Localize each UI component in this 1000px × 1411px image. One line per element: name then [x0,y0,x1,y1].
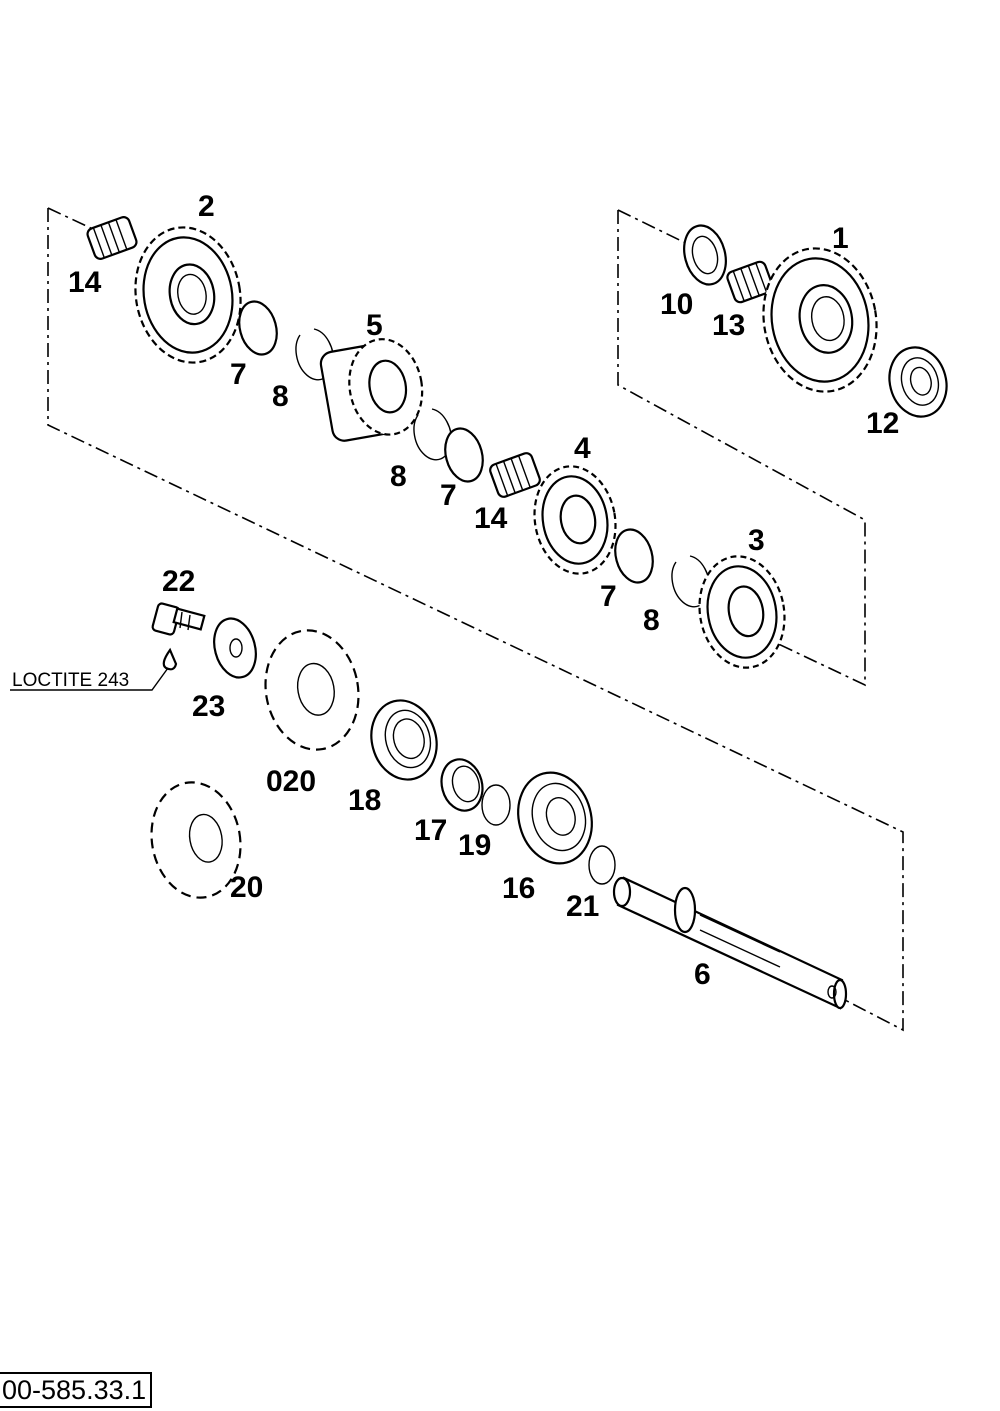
label-5: 5 [366,309,383,342]
label-18: 18 [348,784,381,817]
label-1: 1 [832,222,849,255]
label-8-b: 8 [390,460,407,493]
label-14-top: 14 [68,266,102,299]
gear-2 [134,226,242,364]
o-ring-21 [588,845,616,885]
label-7-b: 7 [440,479,457,512]
label-19: 19 [458,829,491,862]
label-17: 17 [414,814,447,847]
label-2: 2 [198,190,215,223]
ball-bearing-12 [888,346,948,418]
o-ring-19 [481,784,511,826]
gear-5 [319,338,424,442]
label-23: 23 [192,690,225,723]
label-16: 16 [502,872,535,905]
sprocket-020 [264,629,360,751]
thrust-washer-7-c [614,528,654,584]
loctite-note: LOCTITE 243 [12,670,129,691]
label-13: 13 [712,309,745,342]
gear-1 [762,247,878,393]
label-21: 21 [566,890,599,923]
needle-bearing-13 [726,260,774,304]
label-7-a: 7 [230,358,247,391]
circlip-8-b [413,408,452,461]
loctite-leader-line [10,667,169,691]
gear-3 [698,555,786,669]
bolt-22 [151,602,206,636]
label-4: 4 [574,432,591,465]
washer-23 [213,617,257,679]
label-12: 12 [866,407,899,440]
needle-bearing-14-middle [489,452,541,498]
countershaft-6 [612,876,848,1010]
thrust-washer-7-b [444,427,484,483]
document-id: 00-585.33.1 [0,1372,153,1408]
label-020: 020 [266,765,316,798]
thrust-washer-7-a [238,300,278,356]
ball-bearing-16 [517,771,593,865]
sprocket-20 [150,781,242,899]
label-3: 3 [748,524,765,557]
label-10: 10 [660,288,693,321]
label-20: 20 [230,871,263,904]
gear-4 [533,465,617,575]
spacer-17 [440,758,484,812]
label-7-c: 7 [600,580,617,613]
needle-bearing-14-top [86,216,138,260]
label-8-c: 8 [643,604,660,637]
bearing-18 [370,699,438,781]
label-14-middle: 14 [474,502,508,535]
label-6: 6 [694,958,711,991]
label-22: 22 [162,565,195,598]
washer-10 [683,224,727,286]
loctite-drop-icon [162,647,178,671]
label-8-a: 8 [272,380,289,413]
circlip-8-c [671,555,710,608]
part-labels: 2 14 7 8 5 8 7 14 4 7 8 3 1 10 13 12 22 … [12,190,899,991]
